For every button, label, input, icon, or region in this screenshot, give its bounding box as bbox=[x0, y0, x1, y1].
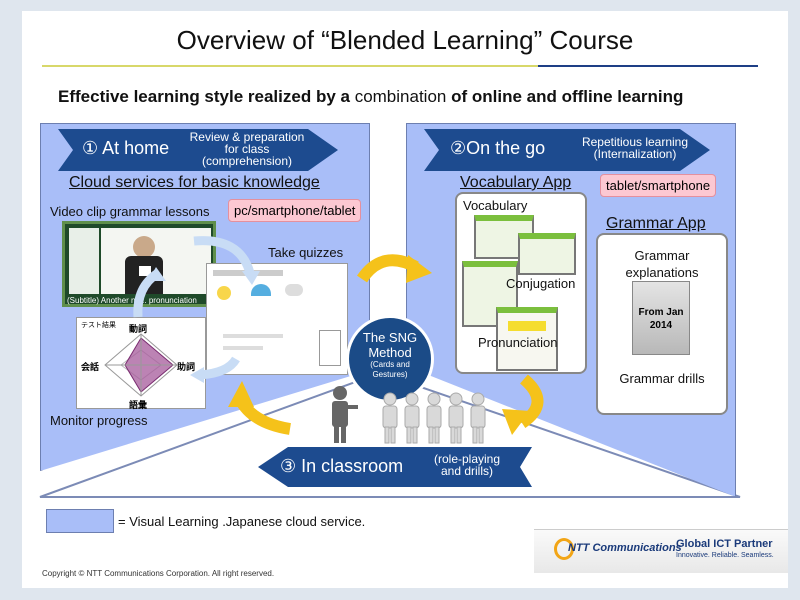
phone-screen-2 bbox=[518, 233, 576, 275]
sng-line-2: Method bbox=[368, 345, 412, 360]
arrow-head bbox=[242, 271, 260, 285]
slide-title: Overview of “Blended Learning” Course bbox=[176, 25, 634, 55]
home-step-banner bbox=[58, 129, 338, 171]
classroom-step-label: ③ In classroom bbox=[280, 456, 404, 476]
home-heading: Cloud services for basic knowledge bbox=[69, 174, 320, 191]
go-note-line-1: Repetitious learning bbox=[581, 135, 689, 149]
sng-line-1: The SNG bbox=[362, 330, 418, 345]
grammar-expl-line-1: Grammar bbox=[634, 248, 690, 263]
legend-swatch bbox=[46, 509, 114, 533]
video-label: Video clip grammar lessons bbox=[50, 204, 210, 219]
go-step-banner bbox=[424, 129, 710, 171]
go-step-note: Repetitious learning (Internalization) bbox=[570, 136, 700, 160]
sng-line-3: (Cards and bbox=[370, 360, 410, 369]
classroom-people bbox=[332, 386, 486, 444]
from-line-1: From Jan bbox=[638, 307, 684, 318]
subtitle-part-1: Effective learning style realized by a bbox=[58, 87, 355, 106]
slide-subtitle: Effective learning style realized by a c… bbox=[58, 87, 683, 107]
subtitle-part-3: of online and offline learning bbox=[446, 87, 684, 106]
classroom-step-note: (role-playing and drills) bbox=[422, 453, 512, 477]
radar-label-top: 動詞 bbox=[129, 324, 148, 334]
classroom-note-line-1: (role-playing bbox=[433, 452, 501, 466]
partner-title: Global ICT Partner bbox=[676, 538, 773, 550]
home-step-label: ① At home bbox=[82, 138, 170, 158]
from-jan-box: From Jan 2014 bbox=[632, 281, 690, 355]
monitor-label: Monitor progress bbox=[50, 413, 148, 428]
radar-label-left: 会話 bbox=[81, 362, 100, 372]
grammar-drills: Grammar drills bbox=[619, 371, 705, 386]
subtitle-part-2: combination bbox=[354, 87, 447, 106]
go-device-badge: tablet/smartphone bbox=[600, 174, 717, 197]
home-note-line-1: Review & preparation bbox=[189, 130, 305, 144]
legend-text: = Visual Learning .Japanese cloud servic… bbox=[118, 514, 366, 529]
go-step-label: ②On the go bbox=[450, 138, 546, 158]
radar-label-bottom: 語彙 bbox=[129, 400, 148, 410]
sng-line-4: Gestures) bbox=[372, 370, 408, 379]
radar-label-right: 助詞 bbox=[177, 362, 196, 372]
title-underline-yellow bbox=[42, 65, 538, 67]
vocabulary-label: Vocabulary bbox=[463, 198, 528, 213]
progress-chart-card[interactable]: テスト結果 動詞 助詞 語彙 会話 bbox=[76, 317, 206, 410]
yellow-button bbox=[508, 321, 546, 331]
umbrella-icon bbox=[251, 284, 271, 296]
quiz-card[interactable] bbox=[206, 263, 348, 375]
home-note-line-3: (comprehension) bbox=[201, 154, 293, 168]
slide: Overview of “Blended Learning” Course Ef… bbox=[22, 11, 788, 588]
ntt-logo-text: NTT Communications bbox=[568, 542, 682, 554]
grammar-expl-line-2: explanations bbox=[625, 265, 699, 280]
phone-screen-4 bbox=[496, 307, 558, 371]
cloud-icon bbox=[285, 284, 303, 296]
classroom-triangle bbox=[39, 371, 741, 498]
copyright-text: Copyright © NTT Communications Corporati… bbox=[42, 569, 275, 578]
pronunciation-label: Pronunciation bbox=[478, 335, 558, 350]
video-caption: (Subtitle) Another ne... pronunciation bbox=[67, 296, 197, 305]
radar-plot bbox=[104, 333, 178, 397]
teacher-card bbox=[139, 266, 151, 276]
sun-icon bbox=[217, 286, 231, 300]
video-sidebar bbox=[69, 228, 99, 294]
radar-title: テスト結果 bbox=[81, 322, 116, 329]
home-step-note: Review & preparation for class (comprehe… bbox=[182, 131, 312, 167]
answer-grid bbox=[319, 330, 341, 366]
arrow-up-head bbox=[228, 381, 254, 407]
teacher-figure bbox=[332, 386, 358, 443]
footer-logo-area: NTT Communications Global ICT Partner In… bbox=[534, 529, 788, 573]
quizzes-label: Take quizzes bbox=[268, 245, 344, 260]
ntt-logo-icon bbox=[554, 538, 574, 560]
quiz-line bbox=[223, 334, 283, 338]
quiz-line bbox=[223, 346, 263, 350]
grammar-app-heading: Grammar App bbox=[606, 215, 706, 232]
students-figures bbox=[382, 392, 486, 444]
classroom-note-line-2: and drills) bbox=[440, 464, 494, 478]
home-cycle-arrows bbox=[133, 236, 260, 383]
teacher-head bbox=[133, 236, 155, 258]
home-note-line-2: for class bbox=[224, 142, 270, 156]
go-note-line-2: (Internalization) bbox=[593, 147, 677, 161]
classroom-step-banner bbox=[258, 447, 532, 487]
title-underline-blue bbox=[538, 65, 758, 67]
grammar-explanations: Grammar explanations bbox=[596, 247, 728, 281]
arrow-down-head bbox=[502, 409, 530, 435]
home-device-badge: pc/smartphone/tablet bbox=[228, 199, 362, 222]
arrow-right-head bbox=[406, 255, 432, 283]
vocab-app-heading: Vocabulary App bbox=[460, 174, 572, 191]
cycle-arrows bbox=[228, 254, 544, 435]
from-line-2: 2014 bbox=[649, 320, 673, 331]
partner-tagline: Innovative. Reliable. Seamless. bbox=[676, 552, 774, 559]
conjugation-label: Conjugation bbox=[506, 276, 576, 291]
